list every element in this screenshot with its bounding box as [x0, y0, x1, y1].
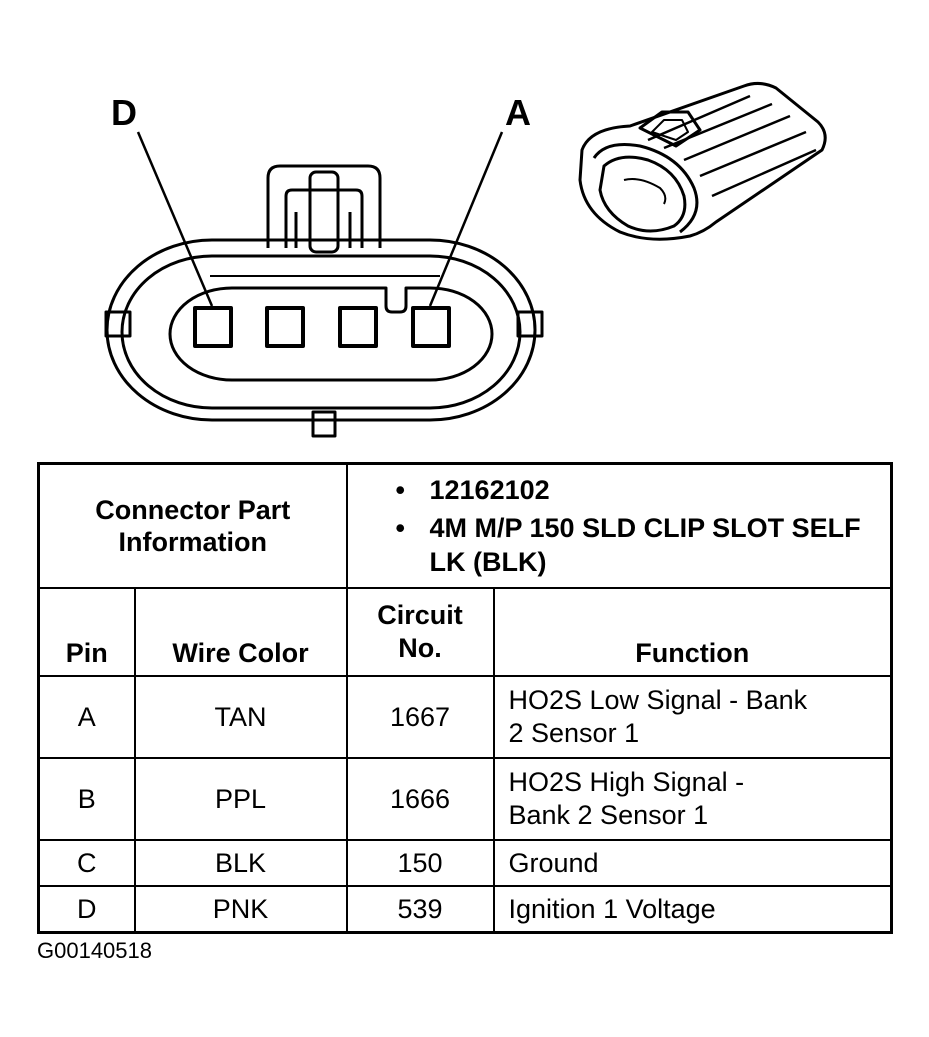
connector-outer-shell	[105, 238, 537, 422]
cell-circuit: 150	[345, 839, 495, 887]
cell-wire-color: PPL	[133, 757, 348, 841]
cell-circuit: 1666	[345, 757, 495, 841]
cell-function: Ground	[492, 839, 893, 887]
cell-pin: D	[37, 885, 136, 934]
table-row: D PNK 539 Ignition 1 Voltage	[37, 885, 893, 934]
part-description: 4M M/P 150 SLD CLIP SLOT SELF LK (BLK)	[396, 511, 891, 579]
cell-wire-color: TAN	[133, 675, 348, 759]
connector-info-list: 12162102 4M M/P 150 SLD CLIP SLOT SELF L…	[345, 462, 893, 589]
table-row: B PPL 1666 HO2S High Signal - Bank 2 Sen…	[37, 757, 893, 841]
leader-line-a	[428, 131, 504, 307]
pin-d-terminal	[193, 306, 233, 348]
pin-d-label: D	[111, 92, 137, 133]
cell-pin: B	[37, 757, 136, 841]
pin-c-terminal	[265, 306, 305, 348]
cell-circuit: 539	[345, 885, 495, 934]
connector-diagram	[104, 81, 827, 438]
cell-wire-color: BLK	[133, 839, 348, 887]
pin-b-terminal	[338, 306, 378, 348]
bottom-tab	[311, 410, 337, 438]
connector-info-row: Connector Part Information 12162102 4M M…	[37, 462, 893, 589]
figure-code: G00140518	[37, 938, 152, 963]
cell-wire-color: PNK	[133, 885, 348, 934]
cell-pin: A	[37, 675, 136, 759]
header-function: Function	[492, 587, 893, 677]
connector-table: Connector Part Information 12162102 4M M…	[37, 462, 893, 934]
cell-function: HO2S Low Signal - Bank 2 Sensor 1	[492, 675, 893, 759]
table-row: C BLK 150 Ground	[37, 839, 893, 887]
connector-info-label: Connector Part Information	[37, 462, 348, 589]
cell-function: HO2S High Signal - Bank 2 Sensor 1	[492, 757, 893, 841]
table-header-row: Pin Wire Color Circuit No. Function	[37, 587, 893, 677]
pin-a-terminal	[411, 306, 451, 348]
side-tab-right	[516, 310, 544, 338]
connector-3d-view	[578, 81, 827, 241]
cell-pin: C	[37, 839, 136, 887]
table-row: A TAN 1667 HO2S Low Signal - Bank 2 Sens…	[37, 675, 893, 759]
pin-a-label: A	[505, 92, 531, 133]
cell-circuit: 1667	[345, 675, 495, 759]
header-pin: Pin	[37, 587, 136, 677]
part-number: 12162102	[396, 473, 891, 507]
connector-latch	[266, 164, 382, 248]
connector-cavity	[168, 286, 494, 382]
leader-line-d	[136, 131, 214, 307]
header-circuit: Circuit No.	[345, 587, 495, 677]
header-wire-color: Wire Color	[133, 587, 348, 677]
cell-function: Ignition 1 Voltage	[492, 885, 893, 934]
